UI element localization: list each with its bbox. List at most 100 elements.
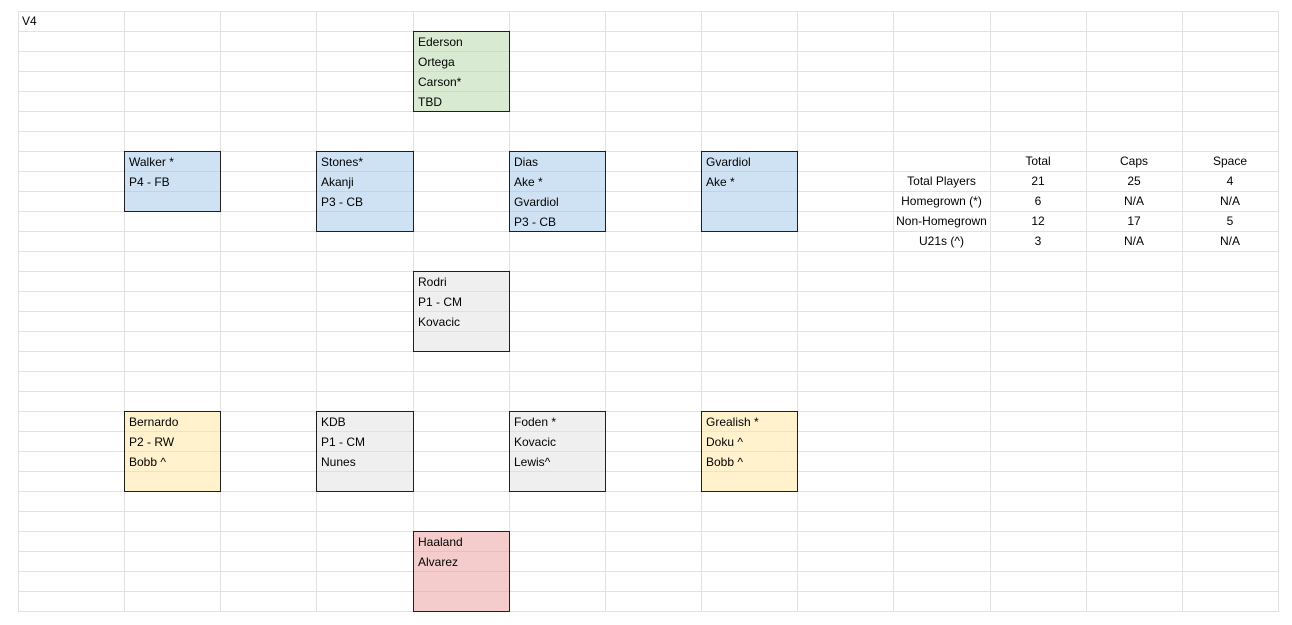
player-cell[interactable]: P4 - FB xyxy=(129,175,170,189)
summary-value-cell[interactable]: N/A xyxy=(1219,194,1240,208)
player-cell[interactable]: Alvarez xyxy=(418,555,459,569)
player-cell[interactable]: P3 - CB xyxy=(321,195,364,209)
player-cell[interactable]: Doku ^ xyxy=(706,435,743,449)
player-cell[interactable]: Dias xyxy=(514,155,539,169)
block-row-line xyxy=(414,51,509,52)
block-row-line xyxy=(510,431,605,432)
summary-value-cell[interactable]: 21 xyxy=(1031,174,1045,188)
block-row-line xyxy=(510,471,605,472)
position-block-defensive-mid[interactable]: Rodri P1 - CM Kovacic xyxy=(413,271,510,352)
player-cell[interactable]: Gvardiol xyxy=(706,155,751,169)
summary-value-cell[interactable]: N/A xyxy=(1219,234,1240,248)
grid-row-line xyxy=(18,211,1279,212)
player-cell[interactable]: Kovacic xyxy=(514,435,557,449)
player-cell[interactable]: Bobb ^ xyxy=(706,455,743,469)
player-cell[interactable]: Grealish * xyxy=(706,415,759,429)
summary-value-cell[interactable]: N/A xyxy=(1123,194,1144,208)
player-cell[interactable]: P3 - CB xyxy=(514,215,557,229)
player-cell[interactable]: Gvardiol xyxy=(514,195,559,209)
player-cell[interactable]: P1 - CM xyxy=(321,435,366,449)
grid-row-line xyxy=(18,551,1279,552)
position-block-central-mid-1[interactable]: KDB P1 - CM Nunes xyxy=(316,411,414,492)
player-cell[interactable]: Nunes xyxy=(321,455,356,469)
block-row-line xyxy=(317,171,413,172)
block-row-line xyxy=(702,211,797,212)
grid-row-line xyxy=(18,291,1279,292)
summary-header-cell[interactable]: Total xyxy=(1025,154,1051,168)
grid-row-line xyxy=(18,151,1279,152)
player-cell[interactable]: Ortega xyxy=(418,55,455,69)
player-cell[interactable]: Ake * xyxy=(514,175,543,189)
player-cell[interactable]: Rodri xyxy=(418,275,447,289)
summary-header-cell[interactable]: Space xyxy=(1212,154,1248,168)
summary-row-label[interactable]: U21s (^) xyxy=(919,234,964,248)
position-block-left-wing[interactable]: Grealish * Doku ^ Bobb ^ xyxy=(701,411,798,492)
summary-value-cell[interactable]: 4 xyxy=(1226,174,1234,188)
player-cell[interactable]: P1 - CM xyxy=(418,295,463,309)
block-row-line xyxy=(414,331,509,332)
player-cell[interactable]: Foden * xyxy=(514,415,557,429)
player-cell[interactable]: Stones* xyxy=(321,155,364,169)
player-cell[interactable] xyxy=(702,192,797,212)
summary-value-cell[interactable]: 12 xyxy=(1031,214,1045,228)
block-row-line xyxy=(702,191,797,192)
player-cell[interactable]: Haaland xyxy=(418,535,463,549)
position-block-center-back-1[interactable]: Stones* Akanji P3 - CB xyxy=(316,151,414,232)
summary-value-cell[interactable]: 3 xyxy=(1034,234,1042,248)
block-row-line xyxy=(510,191,605,192)
block-row-line xyxy=(414,591,509,592)
position-block-right-wing[interactable]: Bernardo P2 - RW Bobb ^ xyxy=(124,411,221,492)
player-cell[interactable] xyxy=(317,212,413,232)
player-cell[interactable] xyxy=(702,212,797,232)
player-cell[interactable]: Lewis^ xyxy=(514,455,551,469)
player-cell[interactable]: Walker * xyxy=(129,155,174,169)
player-cell[interactable] xyxy=(414,332,509,352)
grid-row-line xyxy=(18,11,1279,12)
player-cell[interactable]: Bernardo xyxy=(129,415,179,429)
player-cell[interactable]: P2 - RW xyxy=(129,435,175,449)
player-cell[interactable] xyxy=(702,472,797,492)
title-cell[interactable]: V4 xyxy=(22,14,37,28)
grid-row-line xyxy=(18,411,1279,412)
block-row-line xyxy=(317,211,413,212)
summary-row-label[interactable]: Non-Homegrown xyxy=(896,214,987,228)
summary-value-cell[interactable]: 6 xyxy=(1034,194,1042,208)
block-row-line xyxy=(414,291,509,292)
player-cell[interactable] xyxy=(125,192,220,212)
player-cell[interactable] xyxy=(510,472,605,492)
player-cell[interactable]: Akanji xyxy=(321,175,354,189)
grid-row-line xyxy=(18,471,1279,472)
summary-header-cell[interactable]: Caps xyxy=(1119,154,1148,168)
player-cell[interactable]: Kovacic xyxy=(418,315,461,329)
player-cell[interactable] xyxy=(414,572,509,592)
summary-value-cell[interactable]: 5 xyxy=(1226,214,1234,228)
player-cell[interactable] xyxy=(125,472,220,492)
player-cell[interactable]: Ederson xyxy=(418,35,463,49)
summary-value-cell[interactable]: N/A xyxy=(1123,234,1144,248)
summary-value-cell[interactable]: 25 xyxy=(1127,174,1141,188)
player-cell[interactable]: Bobb ^ xyxy=(129,455,166,469)
player-cell[interactable] xyxy=(414,592,509,612)
position-block-right-back[interactable]: Walker * P4 - FB xyxy=(124,151,221,212)
player-cell[interactable]: KDB xyxy=(321,415,346,429)
block-row-line xyxy=(510,451,605,452)
player-cell[interactable] xyxy=(317,472,413,492)
player-cell[interactable]: TBD xyxy=(418,95,442,109)
grid-row-line xyxy=(18,531,1279,532)
grid-row-line xyxy=(18,131,1279,132)
grid-row-line xyxy=(18,111,1279,112)
summary-row-label[interactable]: Total Players xyxy=(907,174,976,188)
player-cell[interactable]: Carson* xyxy=(418,75,462,89)
player-cell[interactable]: Ake * xyxy=(706,175,735,189)
block-row-line xyxy=(317,191,413,192)
summary-row-label[interactable]: Homegrown (*) xyxy=(901,194,982,208)
summary-value-cell[interactable]: 17 xyxy=(1127,214,1141,228)
grid-row-line xyxy=(18,171,1279,172)
grid-row-line xyxy=(18,331,1279,332)
